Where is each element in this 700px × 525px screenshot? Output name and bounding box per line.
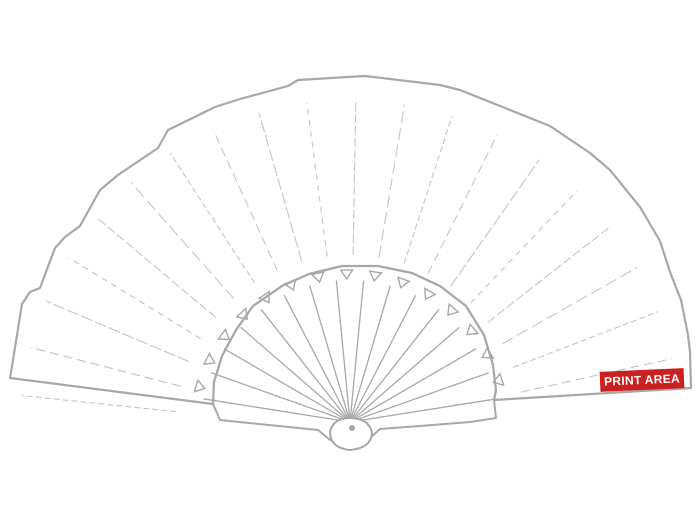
fan-rib-line (212, 129, 278, 272)
fan-rib-line (352, 100, 357, 256)
guard-stick (283, 294, 351, 423)
fan-rib-line (513, 311, 659, 368)
guard-stick (260, 308, 351, 423)
guard-stick (203, 398, 351, 423)
fan-rib-line (21, 394, 177, 413)
guard-scallop (368, 270, 383, 283)
guard-scallop (396, 276, 411, 289)
guard-scallop (310, 271, 325, 284)
guard-scallop (424, 287, 437, 301)
fan-rib-line (30, 346, 181, 387)
fan-ribs (21, 100, 673, 413)
guard-stick (349, 285, 391, 423)
guard-stick (309, 285, 351, 423)
fan-rib-line (68, 257, 202, 340)
guard-scallop (216, 327, 231, 341)
guard-scallop (447, 302, 460, 316)
guard-stick (349, 398, 497, 423)
guard-stick (349, 294, 417, 423)
fan-rib-line (306, 102, 328, 257)
fan-rib-line (470, 190, 578, 304)
guard-stick (349, 326, 460, 423)
guard-sticks (203, 280, 497, 423)
guard-stick (335, 280, 351, 423)
guard-scallop (257, 290, 271, 304)
guard-scallop (466, 322, 480, 336)
fan-rib-line (520, 358, 673, 393)
fan-leaf-outline (8, 74, 693, 406)
guard-scallops (193, 269, 505, 393)
fan-rib-line (487, 226, 611, 323)
fan-rib-line (502, 267, 638, 345)
fan-rib-line (258, 112, 303, 262)
guard-scallop (193, 378, 207, 393)
fan-rib-line (96, 217, 217, 318)
fan-rib-line (45, 300, 190, 363)
guard-stick (349, 280, 365, 423)
guard-stick (349, 348, 477, 423)
guard-stick (211, 372, 351, 423)
fan-rib-line (449, 159, 540, 287)
fan-rib-line (169, 152, 256, 284)
guard-stick (223, 348, 351, 423)
fan-rib-line (378, 104, 406, 258)
guard-scallop (492, 372, 505, 387)
guard-scallop (202, 352, 216, 366)
fan-rib-line (403, 116, 453, 264)
guard-stick (349, 308, 440, 423)
guard-scallop (339, 269, 354, 281)
print-area-badge: PRINT AREA (599, 368, 685, 392)
fan-rib-line (130, 182, 235, 300)
guard-stick (349, 372, 489, 423)
fan-rib-line (427, 134, 498, 274)
guard-stick (240, 326, 351, 423)
rivet-icon (328, 416, 374, 452)
